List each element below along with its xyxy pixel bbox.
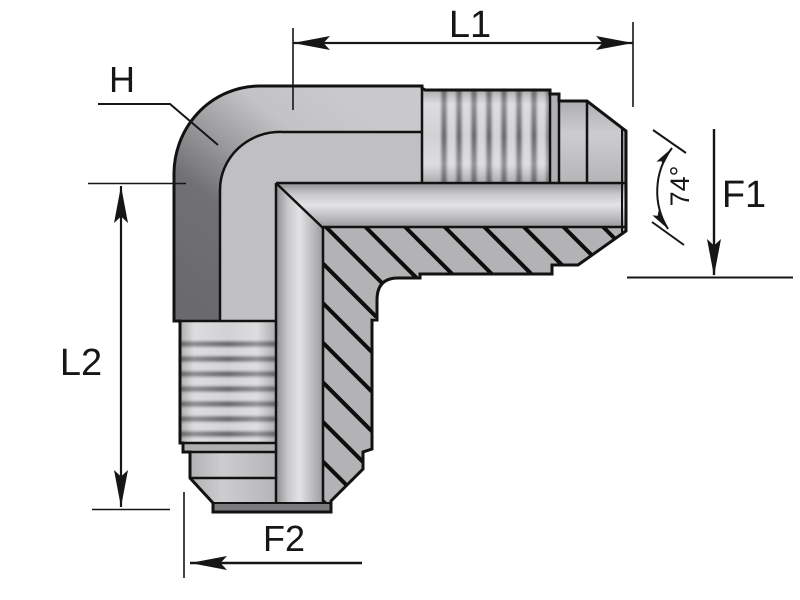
dimension-f2: F2: [183, 492, 362, 578]
bottom-nose-cone: [190, 478, 276, 502]
l1-label: L1: [449, 4, 491, 46]
dimension-l1: L1: [292, 4, 634, 110]
l2-label: L2: [60, 342, 102, 384]
angle-tick-bottom: [651, 221, 685, 246]
angle-tick-top: [652, 129, 687, 154]
bore-horizontal: [276, 183, 626, 227]
bore-vertical: [276, 183, 323, 504]
bottom-seal-face: [213, 502, 331, 512]
h-label: H: [109, 59, 135, 100]
bottom-nose-cylinder: [190, 452, 276, 478]
bore-corner-chamfer-line: [276, 183, 324, 229]
right-nose-cylinder: [559, 101, 587, 183]
h-leader-line: [98, 103, 219, 146]
dimension-f1: F1: [627, 129, 793, 279]
elbow-side-face: [219, 131, 422, 321]
dimension-l2: L2: [60, 182, 186, 511]
angle-label: 74°: [665, 166, 695, 207]
angle-annotation-74: 74°: [651, 129, 695, 246]
elbow-inner-arc-line: [218, 130, 422, 321]
callout-h: H: [98, 59, 219, 146]
bottom-thread-groove: [183, 443, 276, 452]
part-silhouette: [172, 84, 628, 514]
f2-label: F2: [263, 518, 305, 559]
fitting-body: [172, 84, 628, 514]
elbow-outer-band: [173, 86, 422, 321]
right-thread-groove: [550, 94, 559, 183]
f1-label: F1: [722, 174, 766, 216]
bottom-thread-sheen: [180, 321, 276, 443]
body-edges: [174, 88, 626, 504]
right-thread-sheen: [422, 90, 550, 183]
hatch-region-lines: [323, 227, 626, 504]
